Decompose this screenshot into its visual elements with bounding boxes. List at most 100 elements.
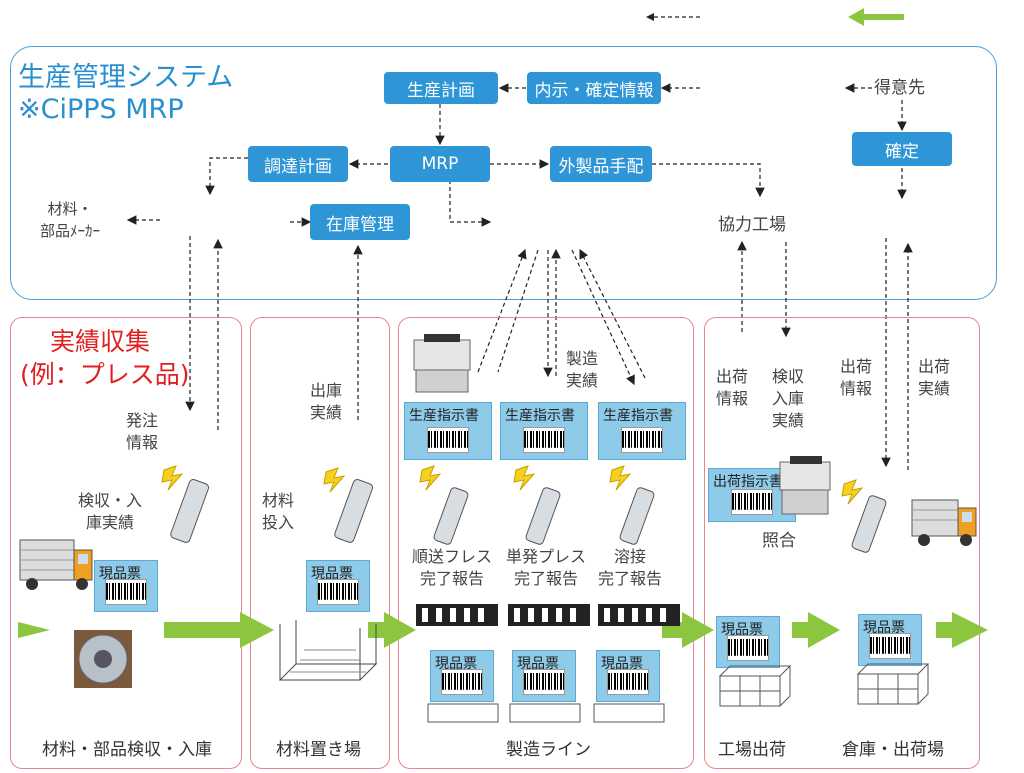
receive-store-line3: 実績 bbox=[772, 411, 805, 430]
truck-icon-left bbox=[19, 539, 93, 590]
result-title-line1: 実績収集 bbox=[50, 327, 151, 356]
mrp-node: MRP bbox=[390, 146, 490, 182]
legend bbox=[646, 8, 904, 26]
handheld-scanner-icon bbox=[170, 479, 887, 553]
partner-factory-label: 協力工場 bbox=[718, 215, 786, 235]
press1-line1: 順送フレス bbox=[412, 547, 493, 566]
barcode-icon bbox=[621, 427, 663, 453]
weld-line1: 溶接 bbox=[614, 547, 647, 566]
legend-dashed-arrow bbox=[646, 13, 700, 21]
order-info-line2: 情報 bbox=[126, 433, 159, 452]
barcode-icon bbox=[607, 669, 649, 695]
boxes-icon-2 bbox=[856, 663, 930, 705]
customer-label: 得意先 bbox=[874, 78, 925, 98]
pallet-icon bbox=[427, 663, 930, 723]
genpin-ticket-5: 現品票 bbox=[596, 650, 660, 702]
receive-store-result-label: 検収 入庫 実績 bbox=[772, 366, 804, 432]
zone-receiving-label: 材料・部品検収・入庫 bbox=[42, 740, 212, 760]
barcode-icon bbox=[731, 489, 773, 515]
result-title: 実績収集 (例：プレス品) bbox=[20, 325, 190, 391]
barcode-icon bbox=[317, 579, 359, 605]
lightning-icon bbox=[161, 465, 864, 505]
printer-icon-2 bbox=[779, 456, 831, 515]
receiving-result-line1: 検収・入 bbox=[78, 491, 143, 510]
ship-info-1-line2: 情報 bbox=[716, 389, 749, 408]
ship-result-label: 出荷 実績 bbox=[918, 356, 950, 400]
kakutei-node: 確定 bbox=[852, 132, 952, 166]
press1-line2: 完了報告 bbox=[420, 569, 485, 588]
flow-arrow-4 bbox=[792, 612, 840, 648]
zone-shipping bbox=[704, 317, 980, 769]
ship-result-line2: 実績 bbox=[918, 379, 951, 398]
weld-label: 溶接 完了報告 bbox=[598, 546, 662, 590]
ship-info-label-1: 出荷 情報 bbox=[716, 366, 748, 410]
truck-icon-right bbox=[911, 499, 977, 546]
issue-result-line2: 実績 bbox=[310, 403, 343, 422]
genpin-ticket-6: 現品票 bbox=[716, 616, 780, 668]
press2-label: 単発プレス 完了報告 bbox=[506, 546, 586, 590]
material-input-line1: 材料 bbox=[262, 491, 295, 510]
flow-arrow-2 bbox=[368, 612, 416, 648]
material-input-line2: 投入 bbox=[262, 513, 295, 532]
shukka-shiji-ticket: 出荷指示書 bbox=[708, 468, 796, 522]
boxes-icon-1 bbox=[718, 665, 792, 707]
issue-result-label: 出庫 実績 bbox=[310, 380, 342, 424]
genpin-ticket-4: 現品票 bbox=[512, 650, 576, 702]
production-system-frame bbox=[10, 46, 997, 300]
barcode-icon bbox=[427, 427, 469, 453]
system-title-line2: ※CiPPS MRP bbox=[18, 94, 184, 125]
barcode-icon bbox=[523, 427, 565, 453]
receiving-result-line2: 庫実績 bbox=[86, 513, 135, 532]
zone-storage-label: 材料置き場 bbox=[276, 740, 361, 760]
steel-coil-icon bbox=[74, 630, 132, 688]
genpin-ticket-3: 現品票 bbox=[430, 650, 494, 702]
mfg-result-line2: 実績 bbox=[566, 371, 599, 390]
ship-result-line1: 出荷 bbox=[918, 357, 951, 376]
zone-factory-ship-label: 工場出荷 bbox=[718, 740, 786, 760]
outsource-node: 外製品手配 bbox=[550, 146, 652, 182]
flow-arrows bbox=[18, 612, 988, 648]
production-plan-node: 生産計画 bbox=[384, 72, 498, 104]
legend-solid-arrow bbox=[848, 8, 904, 26]
zone-receiving bbox=[10, 317, 242, 769]
press1-label: 順送フレス 完了報告 bbox=[412, 546, 492, 590]
shipping-instruction-node: 出荷指示 bbox=[852, 200, 952, 236]
zone-production-line bbox=[398, 317, 694, 769]
press2-line1: 単発プレス bbox=[506, 547, 587, 566]
ship-info-2-line2: 情報 bbox=[840, 379, 873, 398]
mfg-result-label: 製造 実績 bbox=[566, 348, 598, 392]
flow-arrow-5 bbox=[936, 612, 988, 648]
seisan-shiji-ticket-2: 生産指示書 bbox=[500, 402, 588, 460]
barcode-icon bbox=[523, 669, 565, 695]
zone-material-storage bbox=[250, 317, 390, 769]
material-order-node: 材料・部品発注 bbox=[160, 202, 288, 238]
mfg-result-line1: 製造 bbox=[566, 349, 599, 368]
mfg-instruction-node: 製造指示 bbox=[492, 204, 582, 238]
press2-line2: 完了報告 bbox=[514, 569, 579, 588]
supplier-line2: 部品ﾒｰｶｰ bbox=[40, 222, 101, 240]
zone-warehouse-label: 倉庫・出荷場 bbox=[842, 740, 944, 760]
supplier-line1: 材料・ bbox=[47, 200, 93, 218]
ship-info-2-line1: 出荷 bbox=[840, 357, 873, 376]
flow-arrow-1 bbox=[164, 612, 274, 648]
system-title-line1: 生産管理システム bbox=[18, 62, 234, 93]
barcode-icon bbox=[441, 669, 483, 695]
system-title: 生産管理システム ※CiPPS MRP bbox=[18, 62, 233, 126]
barcode-icon bbox=[727, 635, 769, 661]
printer-icon-1 bbox=[413, 334, 471, 393]
order-info-label: 発注 情報 bbox=[126, 410, 158, 454]
receive-store-line1: 検収 bbox=[772, 367, 805, 386]
result-title-line2: (例：プレス品) bbox=[20, 360, 190, 389]
genpin-ticket-1: 現品票 bbox=[94, 560, 158, 612]
issue-result-line1: 出庫 bbox=[310, 381, 343, 400]
inventory-node: 在庫管理 bbox=[310, 204, 410, 240]
ship-info-label-2: 出荷 情報 bbox=[840, 356, 872, 400]
edi-node: EDI・Web・紙 bbox=[700, 72, 842, 104]
barcode-icon bbox=[105, 579, 147, 605]
procurement-plan-node: 調達計画 bbox=[248, 146, 348, 182]
seisan-shiji-ticket-1: 生産指示書 bbox=[404, 402, 492, 460]
zone-production-label: 製造ライン bbox=[506, 740, 591, 760]
material-rack-icon bbox=[278, 620, 378, 681]
